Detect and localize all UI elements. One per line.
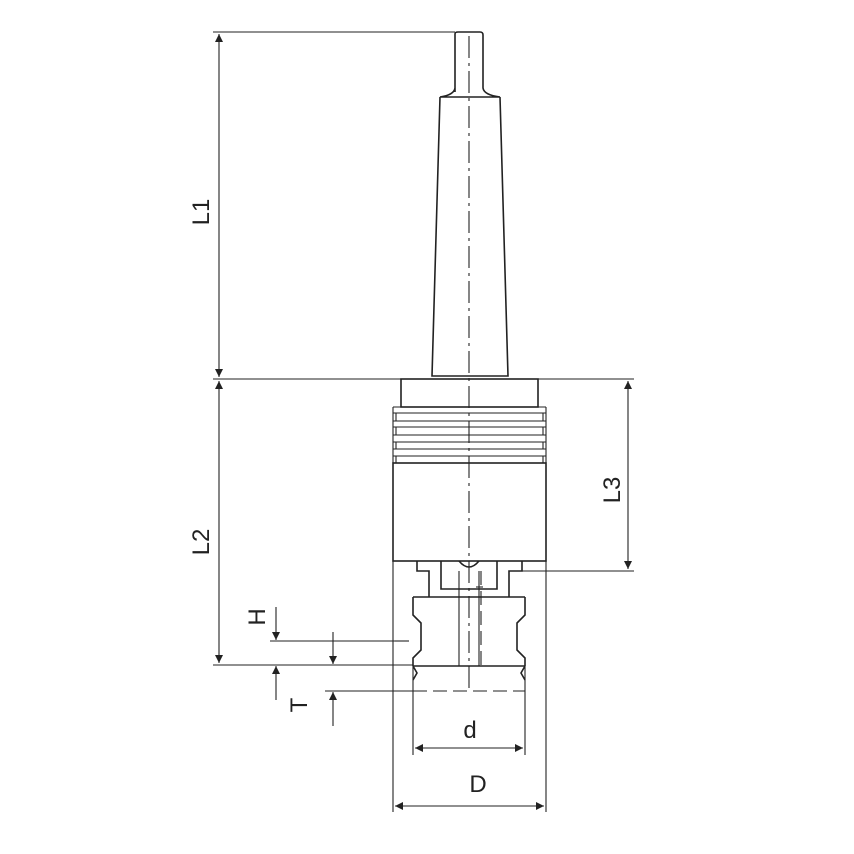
extension-lines	[213, 31, 634, 692]
dimension-label-L3: L3	[599, 477, 626, 504]
dimension-label-d: d	[463, 717, 476, 744]
dimension-label-L1: L1	[188, 199, 215, 226]
dimension-label-D: D	[469, 771, 486, 798]
dimension-label-L2: L2	[188, 529, 215, 556]
morse-taper-shank	[431, 31, 509, 377]
dimension-label-T: T	[286, 697, 313, 712]
dimension-lines	[215, 34, 632, 810]
dimension-label-H: H	[244, 608, 271, 625]
